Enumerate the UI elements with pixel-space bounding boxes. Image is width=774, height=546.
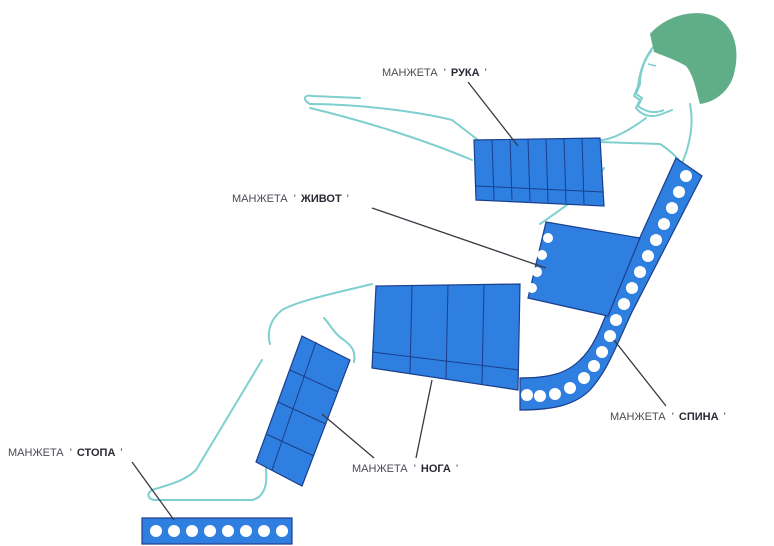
foot-cuff	[141, 517, 293, 545]
back-cuff-hole	[578, 372, 590, 384]
label-foot: МАНЖЕТА ' СТОПА '	[8, 447, 123, 459]
shin-cuff	[255, 335, 351, 487]
hand-outline	[304, 94, 361, 105]
back-cuff-hole	[588, 360, 600, 372]
arm-top-outline	[309, 103, 479, 141]
back-cuff	[519, 157, 703, 411]
leader-back	[613, 339, 667, 407]
leader-arm	[467, 81, 519, 147]
hair-shape	[650, 13, 737, 105]
arm-bottom-outline	[309, 107, 473, 161]
label-arm: МАНЖЕТА ' РУКА '	[382, 67, 487, 79]
leader-shin	[321, 413, 375, 459]
back-cuff-hole	[626, 282, 638, 294]
back-cuff-body	[519, 157, 703, 411]
back-cuff-hole	[650, 234, 662, 246]
knee-outline	[323, 317, 356, 363]
back-cuff-hole	[534, 390, 546, 402]
back-cuff-hole	[564, 382, 576, 394]
abdomen-cuff	[527, 221, 641, 317]
arm-cuff	[473, 137, 605, 207]
back-cuff-hole	[521, 389, 533, 401]
leader-abdomen	[371, 207, 547, 269]
back-cuff-hole	[549, 388, 561, 400]
back-cuff-hole	[666, 202, 678, 214]
back-cuff-hole	[596, 346, 608, 358]
back-cuff-hole	[642, 250, 654, 262]
back-cuff-hole	[610, 314, 622, 326]
shoulder-outline	[599, 117, 647, 141]
leg-cuff	[371, 283, 521, 391]
back-cuff-hole	[604, 330, 616, 342]
back-cuff-hole	[618, 298, 630, 310]
shin-cuff-body	[255, 335, 351, 487]
arm-cuff-body	[473, 137, 605, 207]
back-cuff-hole	[673, 186, 685, 198]
leader-lines	[131, 81, 667, 521]
eye-mark	[647, 63, 657, 67]
thigh-top-outline	[267, 283, 373, 345]
label-back: МАНЖЕТА ' СПИНА '	[610, 411, 726, 423]
back-cuff-hole	[658, 218, 670, 230]
shin-outline	[147, 359, 271, 501]
leader-leg	[415, 379, 433, 459]
leader-foot	[131, 461, 175, 521]
back-cuff-hole	[680, 170, 692, 182]
back-cuff-hole	[634, 266, 646, 278]
face-outline	[634, 49, 665, 114]
label-leg: МАНЖЕТА ' НОГА '	[352, 463, 458, 475]
label-abdomen: МАНЖЕТА ' ЖИВОТ '	[232, 193, 349, 205]
